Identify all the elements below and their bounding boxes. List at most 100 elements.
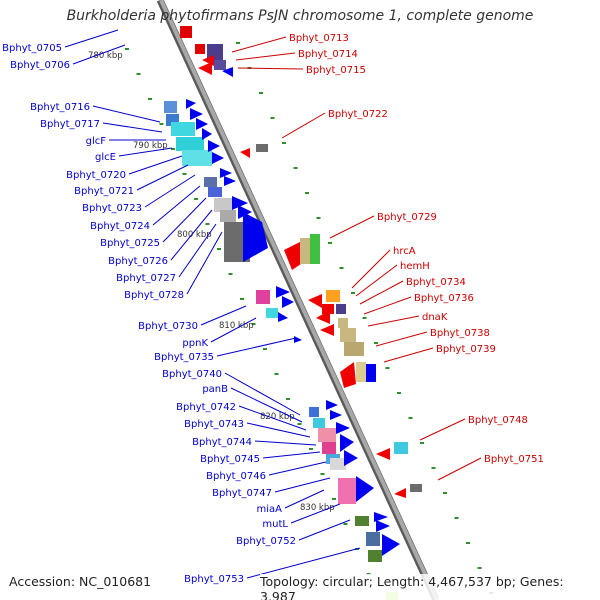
- scale-tick-mark: [148, 98, 152, 100]
- scale-tick-mark: [251, 323, 256, 325]
- gene-label-bphyt-0744[interactable]: Bphyt_0744: [192, 437, 252, 448]
- callout-line-bphyt-0729: [329, 215, 375, 239]
- gene-0740-block: [309, 407, 319, 417]
- gene-label-bphyt-0723[interactable]: Bphyt_0723: [82, 203, 142, 214]
- scale-tick-mark: [182, 173, 187, 175]
- gene-label-glce[interactable]: glcE: [95, 152, 116, 163]
- gene-label-bphyt-0717[interactable]: Bphyt_0717: [40, 119, 100, 130]
- gene-label-bphyt-0727[interactable]: Bphyt_0727: [116, 273, 176, 284]
- gene-label-bphyt-0716[interactable]: Bphyt_0716: [30, 102, 90, 113]
- gene-label-bphyt-0722[interactable]: Bphyt_0722: [328, 109, 388, 120]
- gene-label-hemh[interactable]: hemH: [400, 261, 430, 272]
- callout-line-bphyt-0723: [144, 174, 196, 208]
- scale-tick-mark: [477, 567, 482, 569]
- gene-arrow: [278, 312, 288, 322]
- gene-label-bphyt-0715[interactable]: Bphyt_0715: [306, 65, 366, 76]
- gene-arrow: [202, 128, 212, 140]
- gene-label-mutl[interactable]: mutL: [262, 519, 288, 530]
- gene-label-bphyt-0747[interactable]: Bphyt_0747: [212, 488, 272, 499]
- gene-0751-block: [410, 484, 422, 492]
- gene-label-bphyt-0705[interactable]: Bphyt_0705: [2, 43, 62, 54]
- gene-0729-block: [300, 238, 310, 264]
- gene-label-bphyt-0748[interactable]: Bphyt_0748: [468, 415, 528, 426]
- callout-line-bphyt-0726: [170, 209, 213, 261]
- gene-0713-block: [180, 26, 192, 38]
- callout-line-bphyt-0748: [419, 418, 466, 441]
- gene-0744-block: [322, 442, 336, 454]
- gene-label-bphyt-0746[interactable]: Bphyt_0746: [206, 471, 266, 482]
- gene-label-bphyt-0742[interactable]: Bphyt_0742: [176, 402, 236, 413]
- gene-arrow: [316, 310, 330, 324]
- gene-label-bphyt-0752[interactable]: Bphyt_0752: [236, 536, 296, 547]
- callout-line-bphyt-0734: [359, 280, 404, 305]
- gene-label-bphyt-0740[interactable]: Bphyt_0740: [162, 369, 222, 380]
- gene-label-glcf[interactable]: glcF: [86, 136, 107, 147]
- gene-label-bphyt-0726[interactable]: Bphyt_0726: [108, 256, 168, 267]
- gene-label-bphyt-0706[interactable]: Bphyt_0706: [10, 60, 70, 71]
- scale-tick-mark: [270, 117, 275, 119]
- gene-label-bphyt-0745[interactable]: Bphyt_0745: [200, 454, 260, 465]
- gene-label-bphyt-0743[interactable]: Bphyt_0743: [184, 419, 244, 430]
- scale-tick-mark: [339, 267, 344, 269]
- gene-label-bphyt-0751[interactable]: Bphyt_0751: [484, 454, 544, 465]
- gene-label-bphyt-0730[interactable]: Bphyt_0730: [138, 321, 198, 332]
- scale-tick-mark: [259, 92, 263, 94]
- gene-label-bphyt-0725[interactable]: Bphyt_0725: [100, 238, 160, 249]
- gene-label-hrca[interactable]: hrcA: [393, 246, 416, 257]
- scale-tick-mark: [385, 367, 390, 369]
- gene-0753-block: [368, 550, 382, 562]
- reverse-strand-features: [180, 26, 422, 498]
- gene-label-bphyt-0714[interactable]: Bphyt_0714: [298, 49, 358, 60]
- left-callout-lines: [64, 29, 361, 579]
- gene-label-bphyt-0721[interactable]: Bphyt_0721: [74, 186, 134, 197]
- scale-tick-mark: [443, 492, 447, 494]
- callout-line-bphyt-0744: [254, 440, 317, 446]
- gene-0743-block: [318, 428, 336, 442]
- callout-line-bphyt-0738: [375, 331, 428, 347]
- gene-label-bphyt-0734[interactable]: Bphyt_0734: [406, 277, 466, 288]
- gene-label-miaa[interactable]: miaA: [257, 504, 283, 515]
- gene-label-bphyt-0720[interactable]: Bphyt_0720: [66, 170, 126, 181]
- gene-arrow: [376, 520, 390, 532]
- scale-tick-mark: [205, 223, 210, 225]
- gene-0739-block: [356, 362, 366, 382]
- gene-arrow: [220, 168, 232, 178]
- gene-label-bphyt-0728[interactable]: Bphyt_0728: [124, 290, 184, 301]
- genome-summary-text: Topology: circular; Length: 4,467,537 bp…: [260, 574, 600, 600]
- scale-tick-mark: [263, 348, 267, 350]
- gene-arrow: [326, 400, 338, 410]
- callout-line-bphyt-0739: [383, 347, 434, 363]
- accession-text: Accession: NC_010681: [9, 574, 152, 589]
- gene-label-ppnk[interactable]: ppnK: [182, 338, 208, 349]
- gene-label-bphyt-0739[interactable]: Bphyt_0739: [436, 344, 496, 355]
- gene-label-bphyt-0736[interactable]: Bphyt_0736: [414, 293, 474, 304]
- callout-line-bphyt-0713: [231, 36, 287, 53]
- scale-tick-mark: [228, 273, 233, 275]
- gene-label-bphyt-0735[interactable]: Bphyt_0735: [154, 352, 214, 363]
- gene-0738-block: [344, 342, 364, 356]
- gene-block: [366, 364, 376, 382]
- gene-arrow: [224, 176, 236, 186]
- ppnK-block: [266, 308, 278, 318]
- scale-tick-mark: [454, 517, 459, 519]
- gene-label-bphyt-0729[interactable]: Bphyt_0729: [377, 212, 437, 223]
- gene-0736-block: [338, 318, 348, 328]
- scale-tick-mark: [240, 298, 244, 300]
- gene-label-bphyt-0724[interactable]: Bphyt_0724: [90, 221, 150, 232]
- scale-tick-mark: [305, 192, 309, 194]
- scale-tick-mark: [286, 398, 290, 400]
- gene-label-dnak[interactable]: dnaK: [422, 312, 448, 323]
- scale-label-790-kbp: 790 kbp: [133, 141, 168, 151]
- scale-tick-mark: [351, 292, 355, 294]
- callout-line-bphyt-0715: [237, 67, 304, 70]
- gene-arrow: [212, 152, 224, 164]
- hemH-block: [322, 304, 334, 314]
- gene-label-bphyt-0713[interactable]: Bphyt_0713: [289, 33, 349, 44]
- scale-tick-mark: [320, 473, 325, 475]
- gene-label-panb[interactable]: panB: [202, 384, 228, 395]
- gene-label-bphyt-0753[interactable]: Bphyt_0753: [184, 574, 244, 585]
- gene-arrow: [374, 512, 388, 522]
- gene-0729-arrow: [284, 242, 304, 270]
- gene-label-bphyt-0738[interactable]: Bphyt_0738: [430, 328, 490, 339]
